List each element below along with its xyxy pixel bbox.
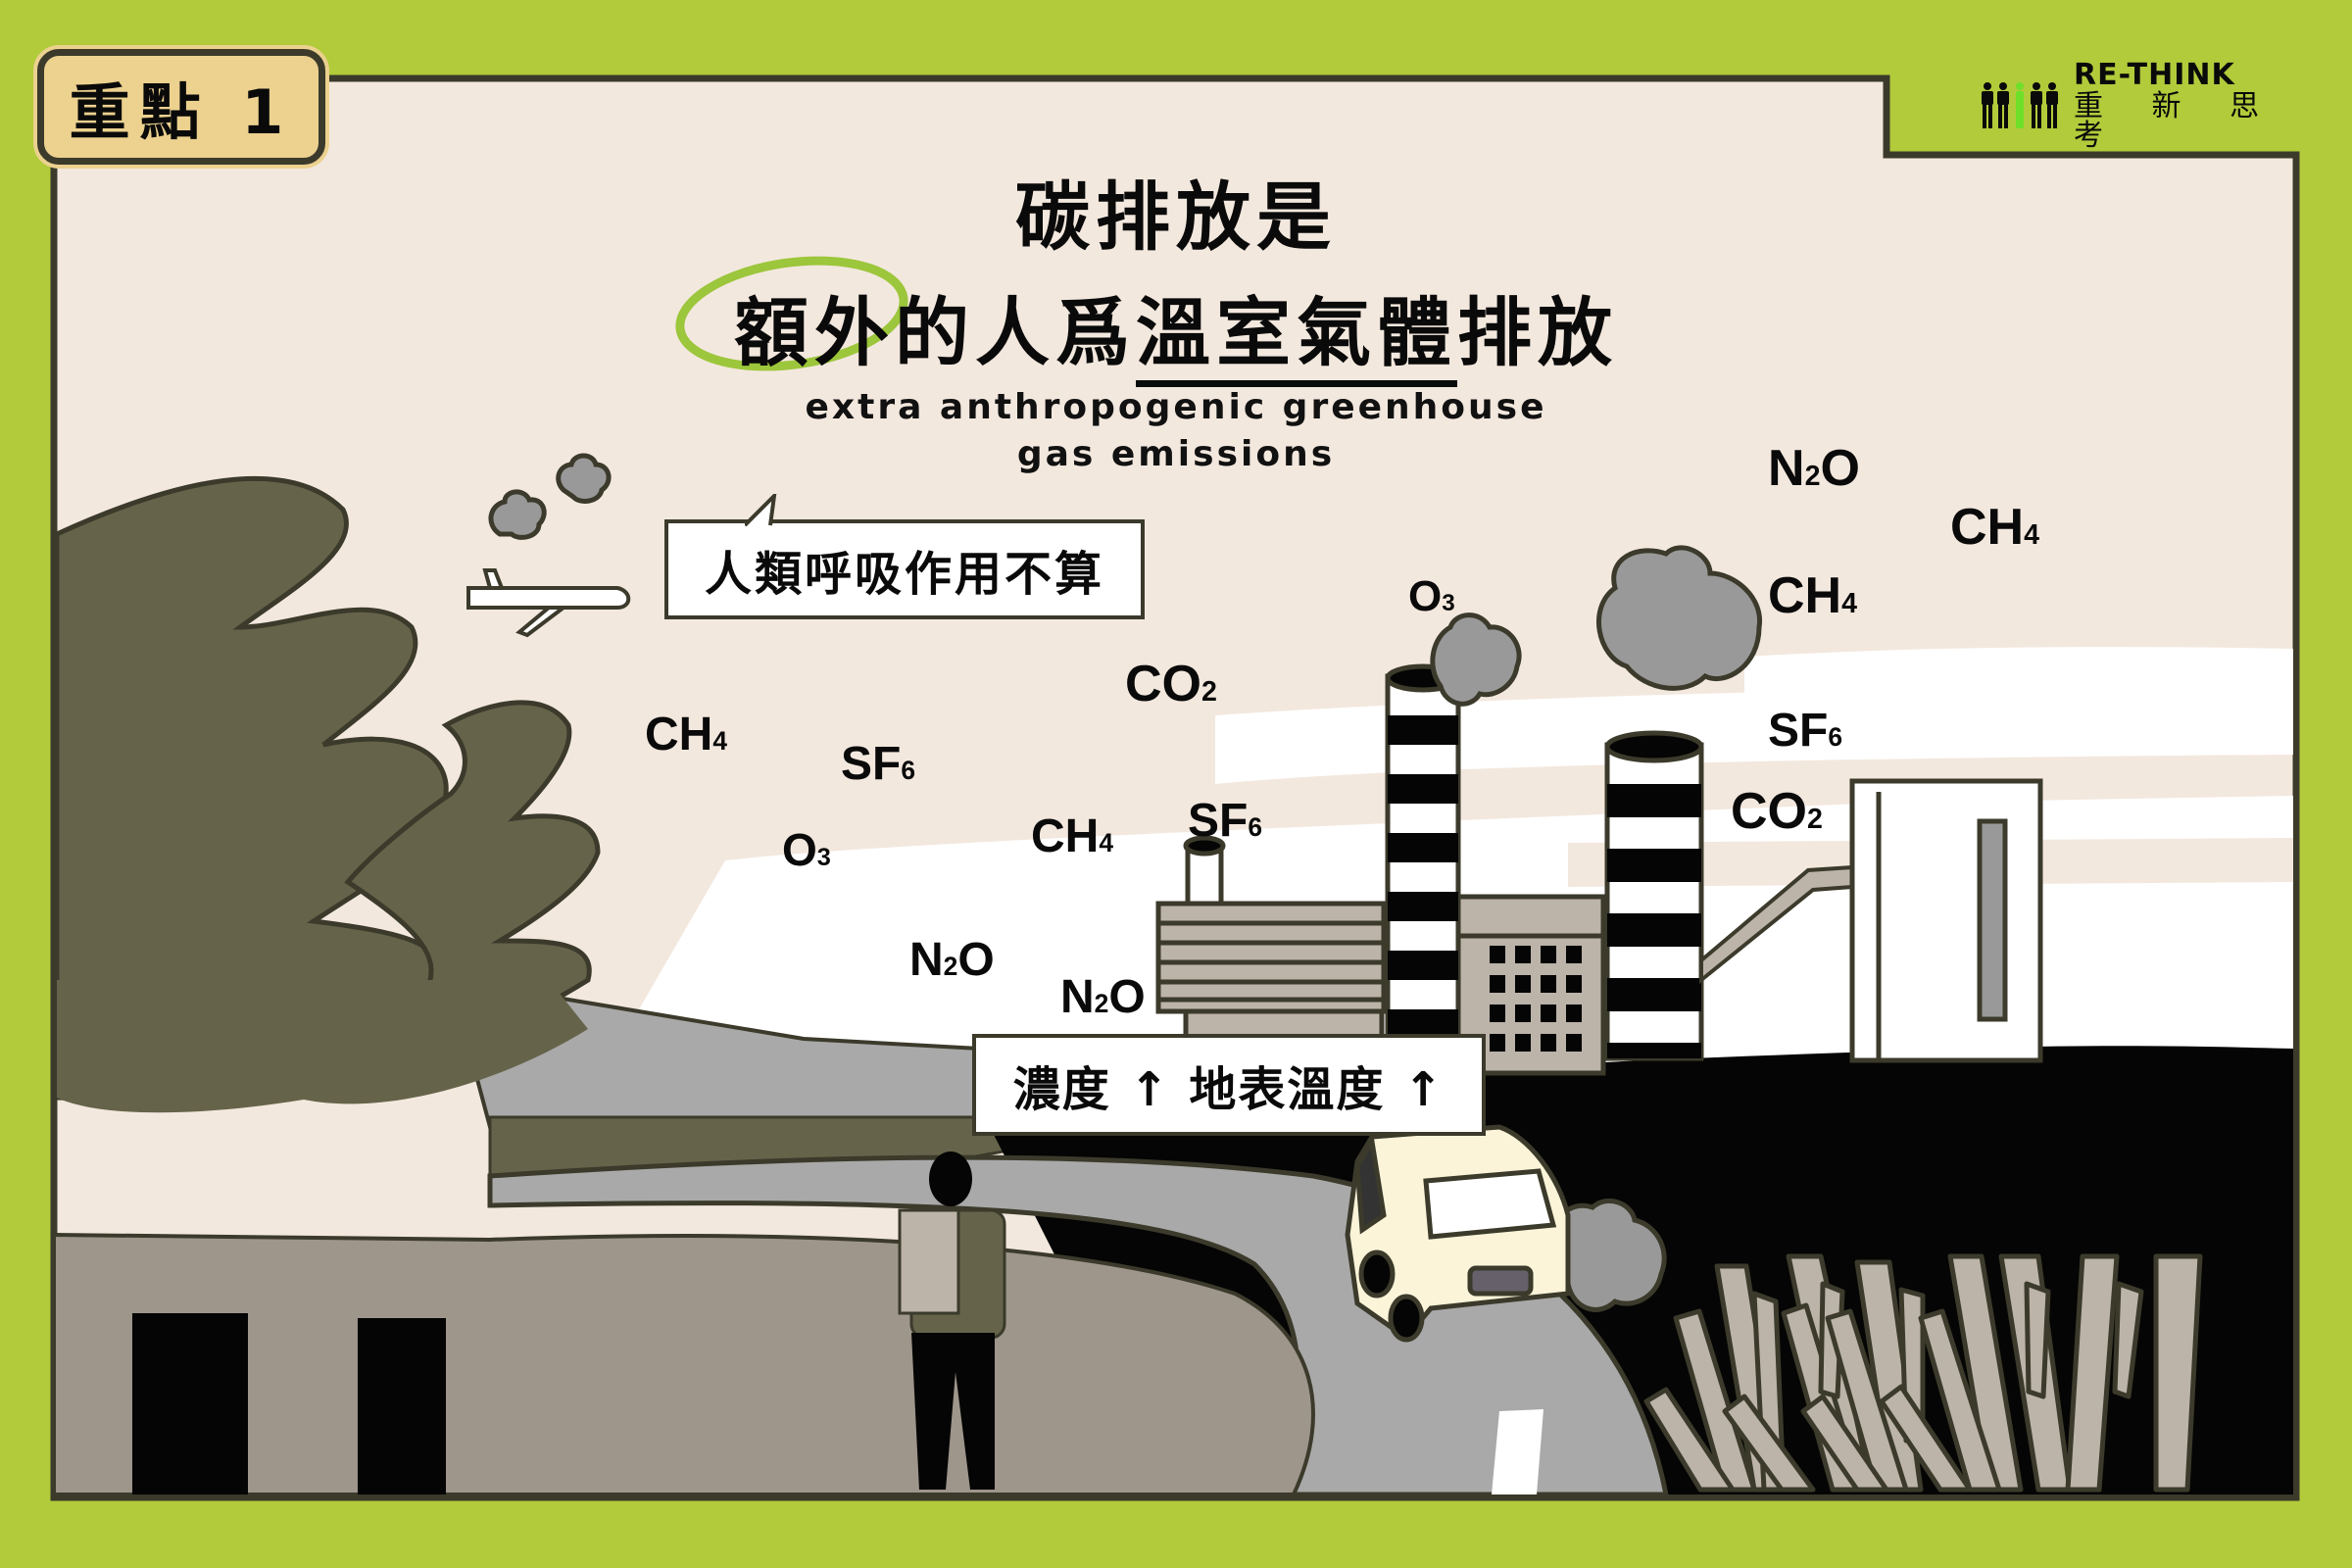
gas-label: N2O — [909, 934, 995, 986]
factory — [1155, 835, 1606, 1076]
gas-label: SF6 — [841, 738, 916, 790]
badge-label: 重點 1 — [69, 76, 294, 148]
smoke-clouds — [488, 453, 1762, 1312]
person-with-backpack — [898, 1152, 1006, 1490]
chimney-left — [1385, 663, 1461, 1042]
gas-label: N2O — [1060, 971, 1146, 1023]
subtitle-english: extra anthropogenic greenhouse gas emiss… — [0, 384, 2352, 478]
sign-text: 濃度 ↑ 地表溫度 ↑ — [1012, 1062, 1446, 1117]
tall-building — [1849, 778, 2043, 1063]
rethink-logo: RE-THINK 重 新 思 考 — [1980, 61, 2352, 151]
subtitle-line-1: extra anthropogenic greenhouse — [805, 387, 1547, 427]
title-line-2: 額外的人爲溫室氣體排放 — [0, 272, 2352, 387]
title-circled-text: 額外的 — [734, 289, 975, 376]
logo-text-zh: 重 新 思 考 — [2074, 89, 2279, 153]
section-badge: 重點 1 — [37, 49, 325, 165]
gas-label: CO2 — [1125, 656, 1217, 712]
speech-bubble: 人類呼吸作用不算 — [664, 494, 1145, 619]
gas-label: CH4 — [645, 709, 728, 760]
van — [1345, 1124, 1571, 1343]
gas-label: SF6 — [1768, 705, 1843, 757]
title-end-text: 排放 — [1457, 289, 1618, 376]
concentration-sign: 濃度 ↑ 地表溫度 ↑ — [972, 1034, 1486, 1136]
gas-label: CH4 — [1768, 567, 1858, 624]
factory-windows — [1490, 946, 1582, 1052]
speech-bubble-tail — [745, 494, 777, 527]
gas-label: SF6 — [1188, 795, 1263, 847]
reeds — [1643, 1253, 2203, 1493]
gas-label: O3 — [1408, 572, 1455, 620]
title-middle-text: 人爲 — [975, 289, 1136, 376]
logo-text-en: RE-THINK — [2074, 58, 2235, 92]
gas-label: CH4 — [1031, 810, 1114, 862]
people-icon — [1980, 81, 2064, 130]
speech-bubble-text: 人類呼吸作用不算 — [704, 547, 1104, 602]
trees — [54, 475, 601, 1494]
highlight-circle — [675, 256, 908, 371]
airplane — [466, 568, 631, 638]
chimney-right — [1604, 730, 1704, 1061]
gas-label: O3 — [782, 824, 831, 875]
subtitle-line-2: gas emissions — [1016, 434, 1336, 474]
gas-label: N2O — [1768, 440, 1860, 497]
title-line-1: 碳排放是 — [1015, 173, 1337, 261]
gas-label: CH4 — [1950, 499, 2040, 556]
title-underlined-text: 溫室氣體 — [1136, 289, 1457, 387]
gas-label: CO2 — [1731, 783, 1823, 840]
